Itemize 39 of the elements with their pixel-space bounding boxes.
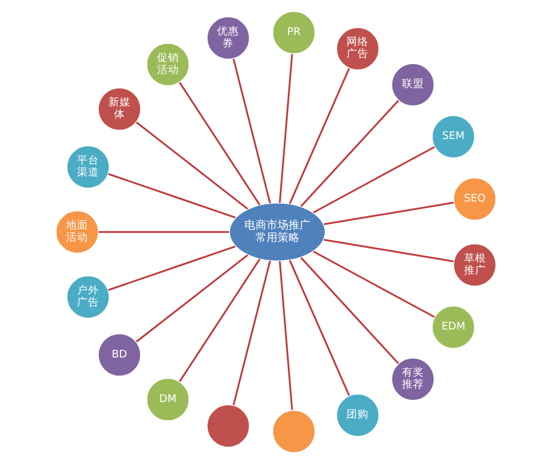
node-circle: 促销活动 bbox=[145, 42, 190, 87]
node-circle: 有奖推荐 bbox=[390, 357, 435, 402]
node-circle: 户外广告 bbox=[65, 274, 110, 320]
node-circle: SEM bbox=[430, 114, 475, 159]
node-circle: 地面活动 bbox=[54, 210, 99, 254]
connector bbox=[232, 58, 270, 204]
connector bbox=[108, 246, 236, 291]
node-circle: 联盟 bbox=[390, 62, 435, 107]
connector bbox=[300, 257, 398, 364]
connector bbox=[108, 173, 236, 218]
node-circle: 新媒体 bbox=[96, 86, 142, 132]
node-circle: 团购 bbox=[335, 393, 380, 438]
node-circle: 平台渠道 bbox=[65, 144, 110, 190]
connector bbox=[312, 250, 434, 318]
node-circle: 优惠券 bbox=[206, 16, 250, 60]
connector bbox=[312, 146, 434, 214]
connector bbox=[278, 54, 292, 203]
connector bbox=[288, 260, 350, 396]
node-circle: PR bbox=[271, 10, 316, 55]
node-circle: SEO bbox=[452, 176, 496, 222]
node-ellipse: 电商市场推广常用策略 bbox=[228, 202, 326, 262]
connector bbox=[135, 122, 248, 210]
node-circle bbox=[206, 404, 250, 448]
node-circle: 草根推广 bbox=[452, 242, 496, 288]
node-circle: BD bbox=[96, 332, 142, 378]
connector bbox=[323, 238, 454, 262]
node-circle: EDM bbox=[430, 305, 475, 350]
node-circle: DM bbox=[145, 377, 190, 422]
connector bbox=[178, 258, 260, 382]
connector bbox=[178, 82, 260, 206]
connector bbox=[300, 100, 398, 207]
connector bbox=[135, 254, 248, 342]
connector bbox=[232, 260, 270, 406]
node-circle: 网络广告 bbox=[335, 26, 380, 71]
connector bbox=[98, 231, 229, 233]
connector bbox=[288, 68, 350, 204]
connector bbox=[323, 202, 454, 226]
node-circle bbox=[271, 409, 316, 454]
connector bbox=[278, 261, 292, 410]
